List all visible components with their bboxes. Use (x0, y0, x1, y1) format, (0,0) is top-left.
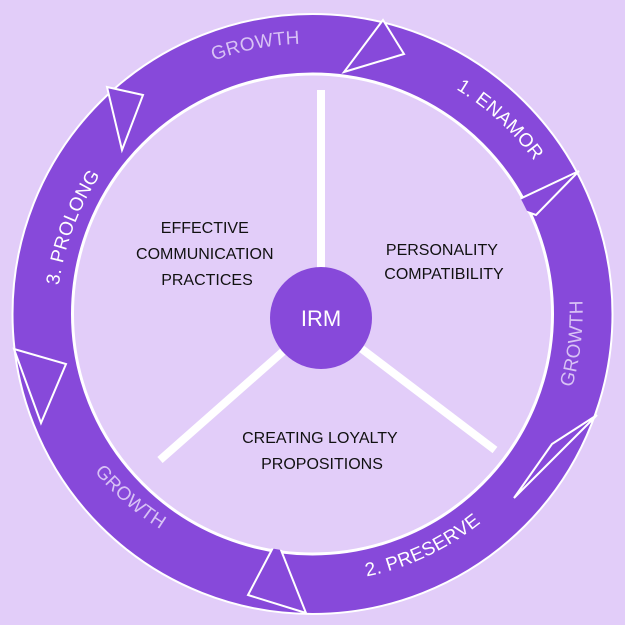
hub-label: IRM (301, 306, 341, 331)
sector-labels: PERSONALITY COMPATIBILITY CREATING LOYAL… (136, 220, 504, 473)
arrowhead-icon (513, 414, 598, 499)
arrowhead-icon (341, 18, 406, 74)
sector-label-personality: PERSONALITY COMPATIBILITY (384, 242, 504, 283)
sector-label-loyalty: CREATING LOYALTY PROPOSITIONS (242, 430, 402, 473)
arrowhead-icon (105, 85, 145, 154)
ring-outer-edge (11, 13, 614, 615)
ring-inner-edge (71, 72, 554, 556)
hub-circle (270, 267, 372, 369)
sector-label-communication: EFFECTIVE COMMUNICATION PRACTICES (136, 220, 278, 289)
arrowhead-icon (12, 347, 68, 426)
arrowhead-icon (246, 537, 308, 615)
ring-band (12, 14, 613, 614)
hub: IRM (270, 267, 372, 369)
